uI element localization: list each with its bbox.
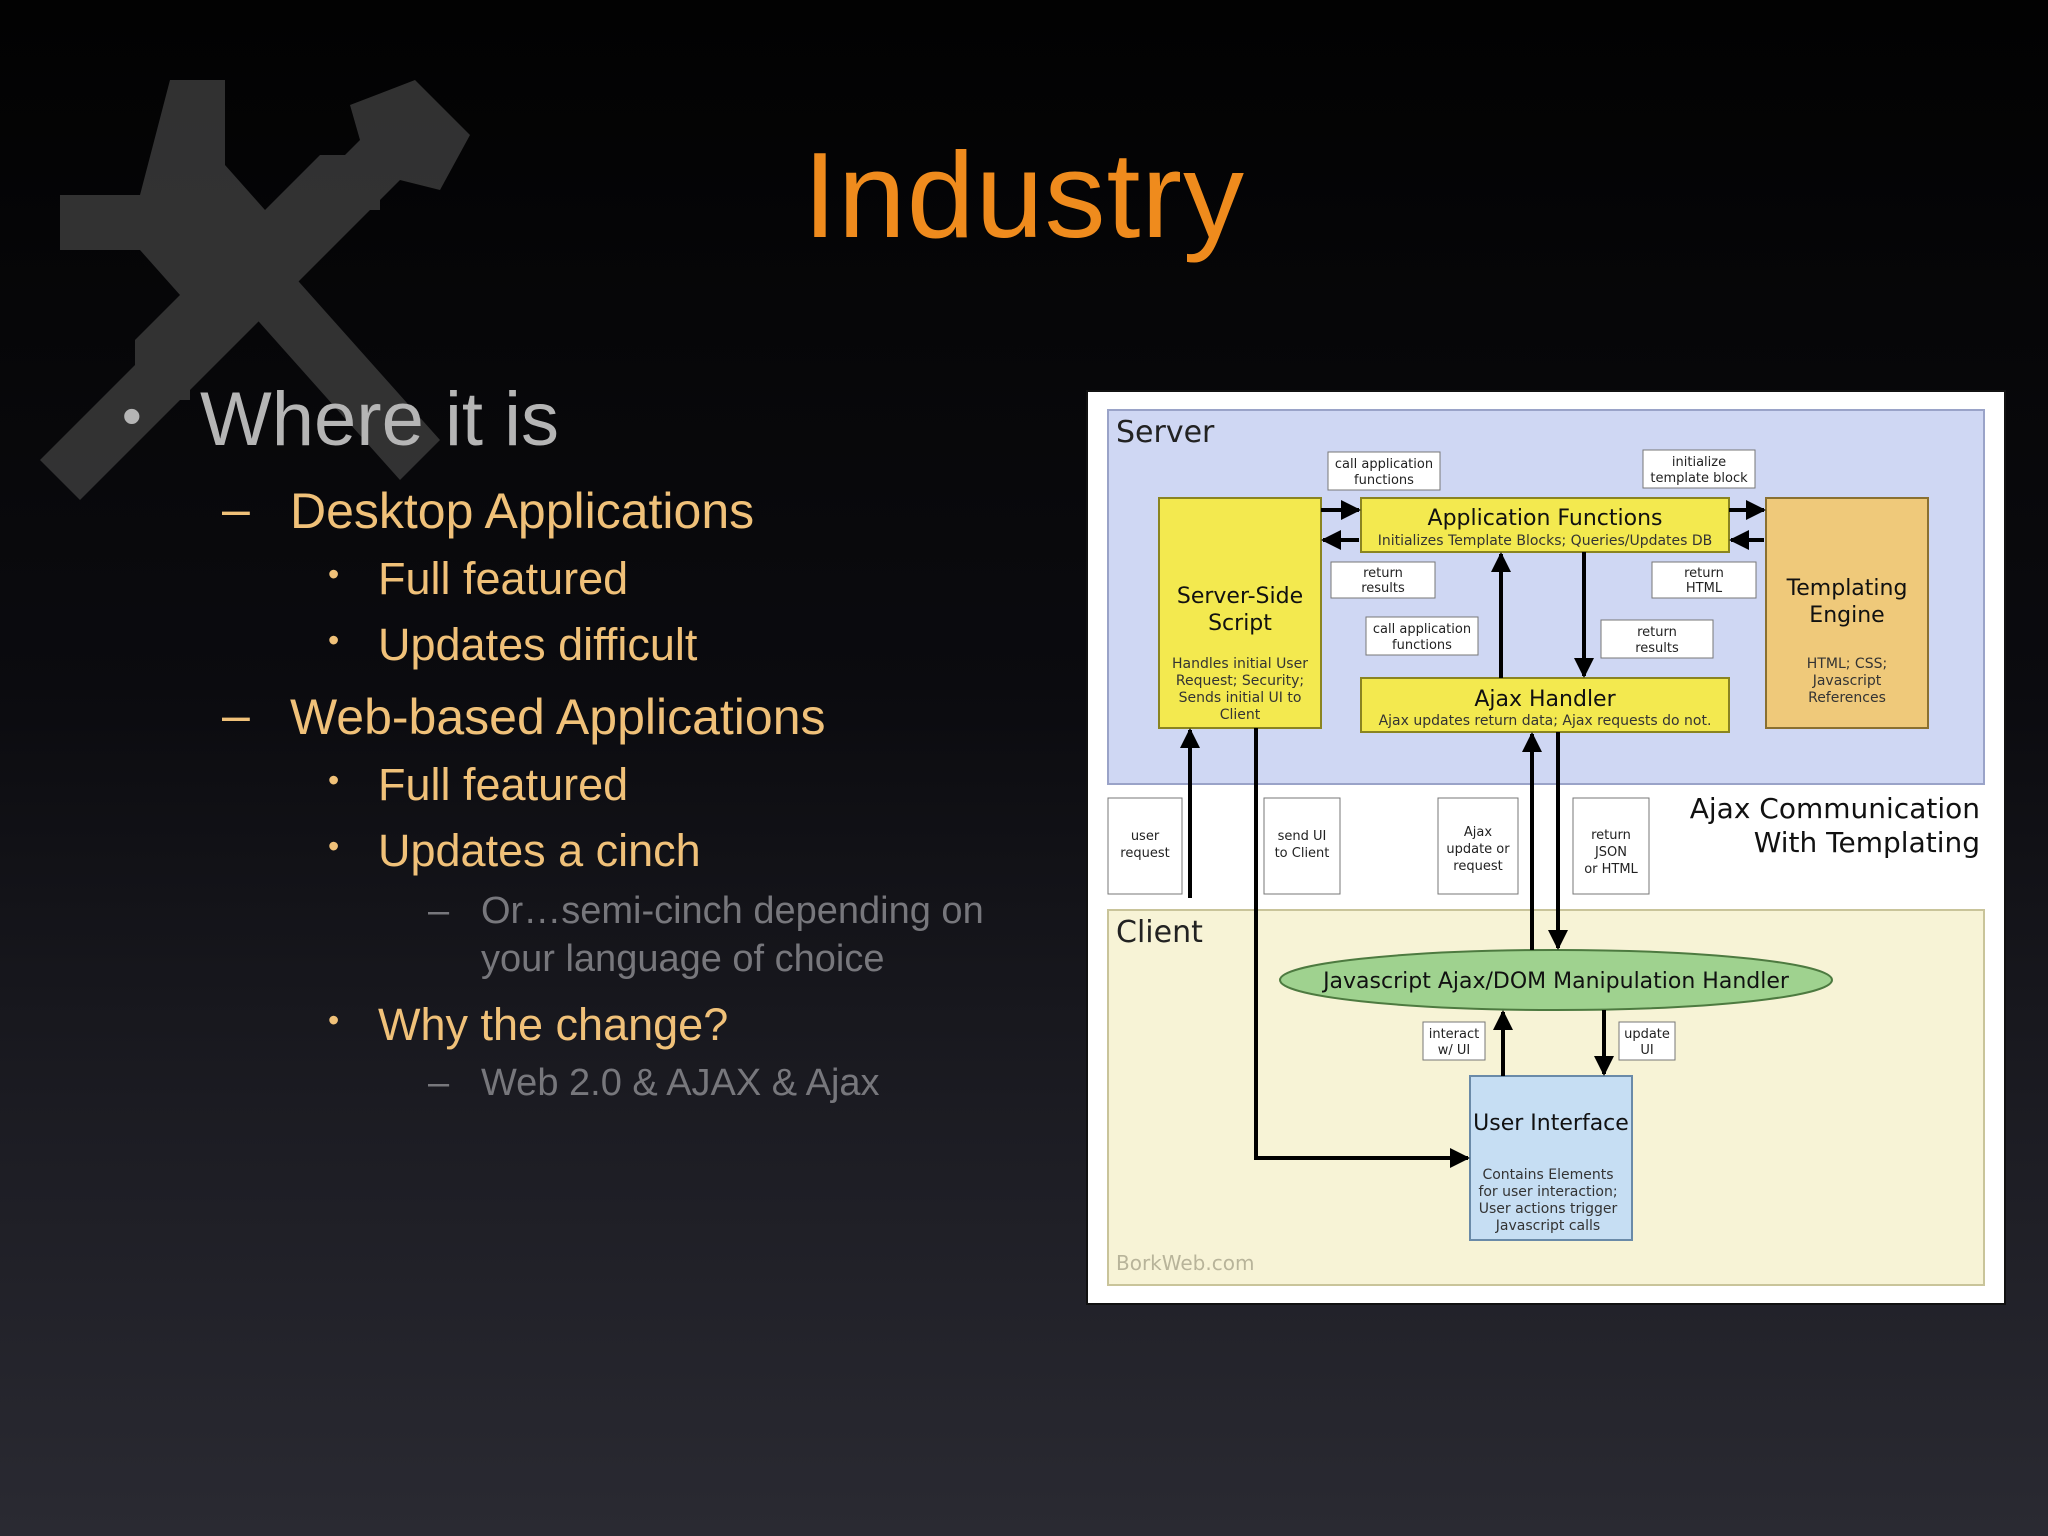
svg-text:template block: template block <box>1650 471 1748 486</box>
server-side-script-title1: Server-Side <box>1177 584 1303 609</box>
bullet-semi-cinch-line1: Or…semi-cinch depending on <box>481 890 984 932</box>
templating-engine-desc3: References <box>1808 690 1886 706</box>
svg-text:return: return <box>1684 566 1724 581</box>
bullet-web-based-applications: Web-based Applications <box>290 689 826 745</box>
bullet-marker: • <box>328 556 340 592</box>
svg-text:Ajax: Ajax <box>1464 825 1492 840</box>
diagram-credit: BorkWeb.com <box>1116 1251 1254 1275</box>
templating-engine-title1: Templating <box>1786 576 1908 601</box>
application-functions-title: Application Functions <box>1428 506 1663 531</box>
svg-text:update or: update or <box>1446 842 1510 857</box>
svg-text:request: request <box>1120 846 1169 861</box>
label-ajax-update-or-request: Ajax update or request <box>1437 797 1519 895</box>
label-update-ui: update UI <box>1618 1021 1676 1061</box>
server-side-script-box: Server-Side Script Handles initial User … <box>1158 497 1322 729</box>
js-handler-label: Javascript Ajax/DOM Manipulation Handler <box>1321 969 1790 994</box>
svg-text:initialize: initialize <box>1672 455 1726 470</box>
label-return-json-or-html: return JSON or HTML <box>1572 797 1650 895</box>
user-interface-desc4: Javascript calls <box>1495 1218 1600 1234</box>
user-interface-desc3: User actions trigger <box>1479 1201 1618 1217</box>
dash-marker: – <box>222 687 250 743</box>
svg-text:results: results <box>1635 641 1679 656</box>
bullet-marker: • <box>122 384 142 447</box>
bullet-web-updates-cinch: Updates a cinch <box>378 825 701 876</box>
svg-text:or HTML: or HTML <box>1584 862 1638 877</box>
user-interface-title: User Interface <box>1473 1111 1629 1136</box>
server-label: Server <box>1116 415 1215 450</box>
ajax-handler-desc: Ajax updates return data; Ajax requests … <box>1379 713 1712 729</box>
svg-text:functions: functions <box>1392 638 1452 653</box>
svg-text:JSON: JSON <box>1594 845 1627 860</box>
dash-marker: – <box>428 890 450 932</box>
templating-engine-desc1: HTML; CSS; <box>1807 656 1887 672</box>
diagram-caption-line2: With Templating <box>1754 826 1980 859</box>
label-send-ui-to-client: send UI to Client <box>1263 797 1341 895</box>
bullet-marker: • <box>328 828 340 864</box>
templating-engine-title2: Engine <box>1809 603 1884 628</box>
server-side-script-desc2: Request; Security; <box>1176 673 1304 689</box>
server-side-script-desc1: Handles initial User <box>1172 656 1308 672</box>
bullet-marker: • <box>328 1002 340 1038</box>
bullet-why-the-change: Why the change? <box>378 999 729 1050</box>
svg-text:return: return <box>1591 828 1631 843</box>
ajax-templating-diagram: Server Client Ajax Communication With Te… <box>1086 390 2006 1305</box>
svg-text:call application: call application <box>1335 457 1433 472</box>
bullet-marker: • <box>328 622 340 658</box>
server-side-script-desc4: Client <box>1220 707 1261 723</box>
label-return-html: return HTML <box>1651 561 1757 599</box>
svg-text:to Client: to Client <box>1275 846 1330 861</box>
bullet-marker: • <box>328 762 340 798</box>
tools-background-icon <box>40 80 470 500</box>
server-side-script-desc3: Sends initial UI to <box>1179 690 1302 706</box>
label-user-request: user request <box>1107 797 1183 895</box>
bullet-web20-ajax: Web 2.0 & AJAX & Ajax <box>481 1062 880 1104</box>
user-interface-box: User Interface Contains Elements for use… <box>1469 1075 1633 1241</box>
label-initialize-template-block: initialize template block <box>1642 449 1756 489</box>
bullet-web-full-featured: Full featured <box>378 759 629 810</box>
templating-engine-desc2: Javascript <box>1812 673 1882 689</box>
diagram-caption-line1: Ajax Communication <box>1690 792 1980 825</box>
dash-marker: – <box>222 481 250 537</box>
bullet-desktop-full-featured: Full featured <box>378 553 629 604</box>
svg-text:results: results <box>1361 581 1405 596</box>
label-return-results-1: return results <box>1330 561 1436 599</box>
bullet-desktop-updates-difficult: Updates difficult <box>378 619 698 670</box>
slide-title: Industry <box>803 127 1245 263</box>
server-side-script-title2: Script <box>1208 611 1272 636</box>
label-call-app-functions-1: call application functions <box>1327 451 1441 491</box>
dash-marker: – <box>428 1062 450 1104</box>
svg-text:user: user <box>1131 829 1160 844</box>
svg-text:UI: UI <box>1640 1043 1653 1058</box>
svg-text:update: update <box>1624 1027 1670 1042</box>
client-label: Client <box>1116 915 1203 950</box>
templating-engine-box: Templating Engine HTML; CSS; Javascript … <box>1765 497 1929 729</box>
svg-text:send UI: send UI <box>1278 829 1327 844</box>
svg-text:request: request <box>1453 859 1502 874</box>
svg-text:HTML: HTML <box>1686 581 1723 596</box>
svg-text:call application: call application <box>1373 622 1471 637</box>
bullet-semi-cinch-line2: your language of choice <box>481 938 885 980</box>
bullet-where-it-is: Where it is <box>200 377 559 462</box>
label-call-app-functions-2: call application functions <box>1365 616 1479 656</box>
svg-text:interact: interact <box>1429 1027 1480 1042</box>
application-functions-desc: Initializes Template Blocks; Queries/Upd… <box>1378 533 1713 549</box>
js-ajax-dom-handler-ellipse: Javascript Ajax/DOM Manipulation Handler <box>1279 949 1833 1011</box>
ajax-handler-title: Ajax Handler <box>1474 687 1616 712</box>
ajax-handler-box: Ajax Handler Ajax updates return data; A… <box>1360 677 1730 733</box>
application-functions-box: Application Functions Initializes Templa… <box>1360 497 1730 553</box>
label-return-results-2: return results <box>1600 619 1714 659</box>
svg-text:return: return <box>1637 625 1677 640</box>
label-interact-with-ui: interact w/ UI <box>1422 1021 1486 1061</box>
arrow-send-ui-to-client <box>1254 728 1470 1168</box>
user-interface-desc2: for user interaction; <box>1478 1184 1617 1200</box>
user-interface-desc1: Contains Elements <box>1482 1167 1613 1183</box>
svg-text:w/ UI: w/ UI <box>1438 1043 1471 1058</box>
bullet-desktop-applications: Desktop Applications <box>290 483 755 539</box>
svg-text:functions: functions <box>1354 473 1414 488</box>
svg-text:return: return <box>1363 566 1403 581</box>
